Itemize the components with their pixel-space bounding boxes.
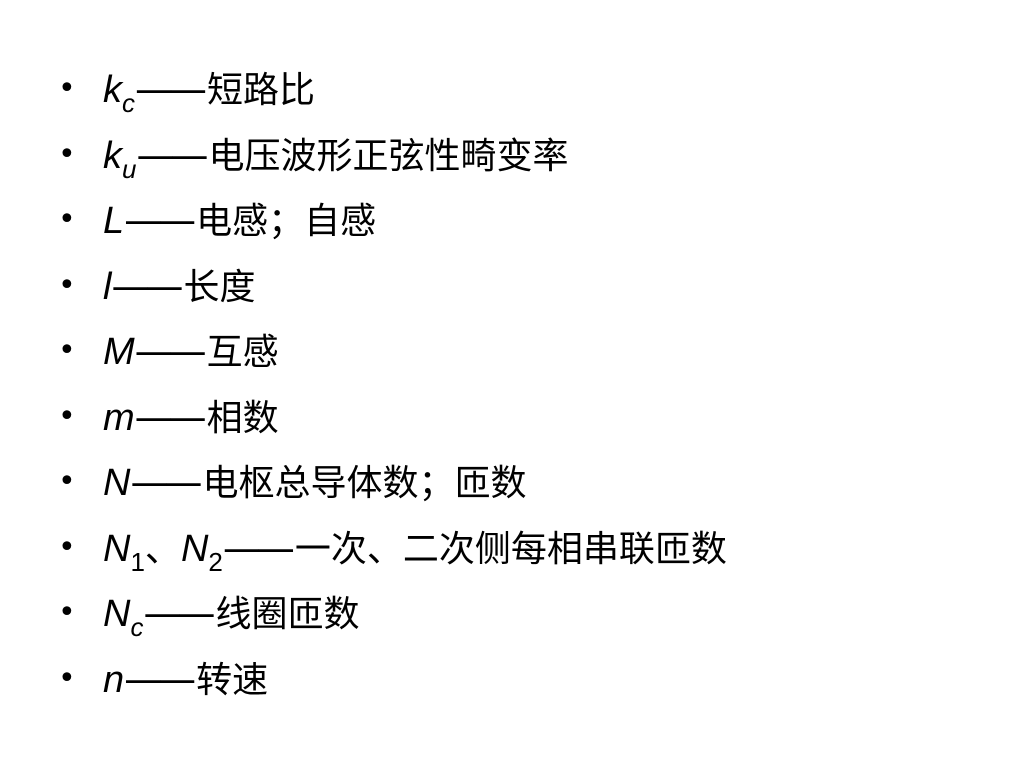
symbol-second: N — [180, 527, 209, 570]
item-content: n——转速 — [103, 649, 268, 711]
symbol-subscript: u — [122, 153, 137, 184]
description: 互感 — [206, 332, 279, 373]
dash: —— — [134, 329, 207, 373]
description: 电感；自感 — [196, 201, 377, 242]
symbol: L — [103, 200, 125, 242]
symbol-subscript: c — [130, 612, 144, 642]
symbol-subscript: c — [122, 88, 135, 118]
description: 线圈匝数 — [215, 594, 360, 635]
dash: —— — [135, 67, 207, 111]
dash: —— — [130, 460, 202, 504]
dash: —— — [124, 656, 196, 701]
list-item: • L——电感；自感 — [0, 190, 1024, 256]
item-content: N——电枢总导体数；匝数 — [103, 452, 526, 514]
bullet: • — [58, 136, 76, 172]
description: 转速 — [196, 659, 269, 701]
list-item: • ku——电压波形正弦性畸变率 — [0, 125, 1024, 191]
description: 电枢总导体数；匝数 — [202, 463, 527, 504]
description: 相数 — [206, 397, 279, 439]
bullet: • — [58, 398, 76, 434]
symbol: n — [103, 658, 125, 701]
symbol-subscript: 1 — [130, 546, 145, 577]
dash: —— — [111, 263, 183, 308]
dash: —— — [222, 525, 295, 570]
bullet: • — [58, 267, 76, 303]
symbol-second-subscript: 2 — [208, 546, 223, 577]
symbol: k — [103, 69, 122, 111]
item-content: N1、N2——一次、二次侧每相串联匝数 — [103, 518, 727, 580]
symbol-list: • kc——短路比 • ku——电压波形正弦性畸变率 • L——电感；自感 • … — [0, 59, 1024, 714]
description: 短路比 — [207, 70, 316, 111]
bullet: • — [58, 333, 76, 368]
list-item: • N1、N2——一次、二次侧每相串联匝数 — [0, 518, 1024, 584]
symbol: N — [103, 462, 131, 504]
list-item: • m——相数 — [0, 387, 1024, 453]
item-content: l——长度 — [103, 256, 255, 318]
item-content: L——电感；自感 — [103, 190, 376, 252]
item-content: kc——短路比 — [103, 59, 315, 121]
bullet: • — [58, 202, 76, 237]
list-item: • l——长度 — [0, 256, 1024, 322]
item-content: Nc——线圈匝数 — [103, 583, 359, 645]
dash: —— — [136, 132, 208, 177]
list-item: • M——互感 — [0, 321, 1024, 387]
list-item: • N——电枢总导体数；匝数 — [0, 452, 1024, 518]
list-item: • n——转速 — [0, 649, 1024, 715]
dash: —— — [143, 591, 215, 635]
bullet: • — [58, 529, 76, 565]
bullet: • — [58, 71, 76, 106]
separator: 、 — [144, 528, 181, 570]
bullet: • — [58, 595, 76, 630]
description: 电压波形正弦性畸变率 — [208, 135, 569, 177]
bullet: • — [58, 464, 76, 499]
description: 长度 — [183, 266, 256, 308]
symbol: N — [103, 527, 131, 570]
item-content: m——相数 — [103, 387, 279, 449]
symbol: l — [103, 265, 112, 308]
list-item: • Nc——线圈匝数 — [0, 583, 1024, 649]
dash: —— — [124, 198, 196, 242]
list-item: • kc——短路比 — [0, 59, 1024, 125]
symbol: m — [103, 396, 135, 439]
description: 一次、二次侧每相串联匝数 — [294, 528, 727, 570]
item-content: M——互感 — [103, 321, 279, 383]
dash: —— — [134, 394, 207, 439]
symbol: k — [103, 134, 122, 177]
item-content: ku——电压波形正弦性畸变率 — [103, 125, 568, 187]
symbol: M — [103, 331, 135, 373]
symbol: N — [103, 593, 131, 635]
bullet: • — [58, 660, 76, 696]
